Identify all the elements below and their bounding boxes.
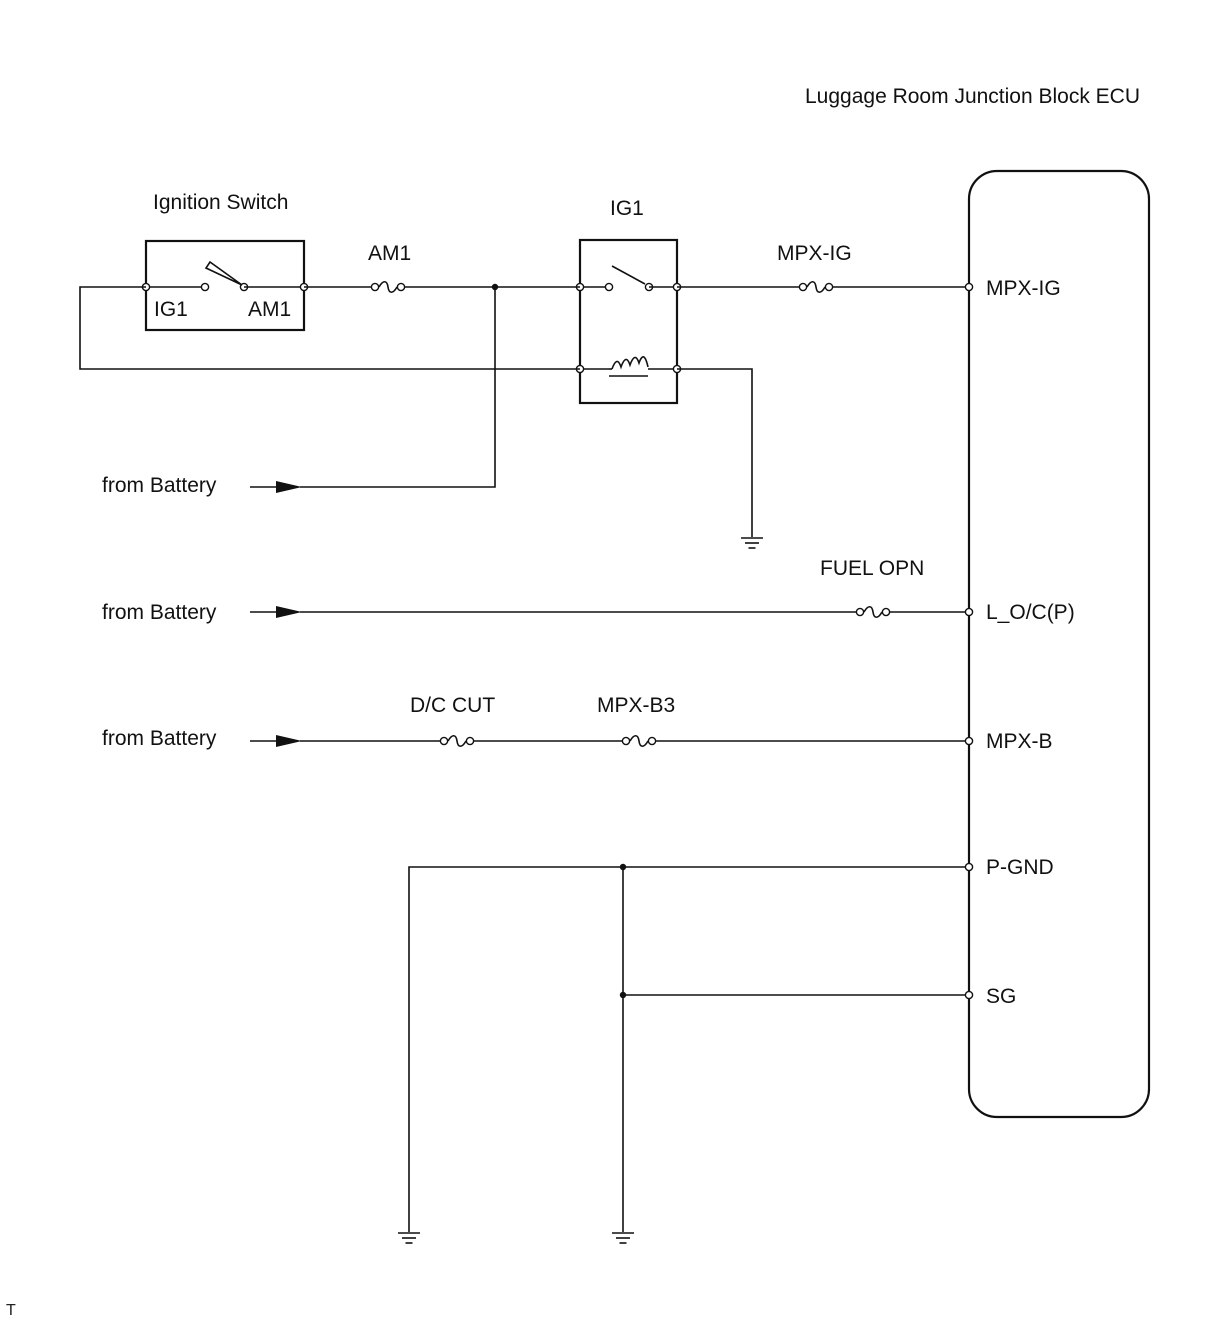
fuse-icon bbox=[370, 280, 406, 294]
battery-label: from Battery bbox=[102, 727, 217, 750]
ignition-switch: Ignition Switch IG1 AM1 bbox=[141, 191, 309, 332]
ecu-pin-mpx-b: MPX-B bbox=[986, 730, 1053, 753]
arrow-right-icon bbox=[276, 481, 302, 493]
ecu-pin-sg: SG bbox=[986, 985, 1016, 1008]
fuse-fuel-opn-label: FUEL OPN bbox=[820, 557, 924, 580]
fuse-icon bbox=[855, 605, 891, 619]
battery-source-3: from Battery D/C CUT MPX-B3 bbox=[102, 694, 969, 750]
fuse-icon bbox=[621, 734, 657, 748]
wire-coil-ground bbox=[677, 368, 764, 549]
relay-coil-icon bbox=[580, 356, 677, 377]
fuse-mpx-b3-label: MPX-B3 bbox=[597, 694, 675, 717]
ecu-pin-lo-cp: L_O/C(P) bbox=[986, 601, 1075, 624]
fuse-mpx-ig: MPX-IG bbox=[777, 242, 852, 294]
wire-sg bbox=[619, 991, 969, 999]
ecu-pin-terminal bbox=[964, 282, 974, 292]
wire-ig1-to-coil bbox=[79, 286, 580, 370]
fuse-icon bbox=[439, 734, 475, 748]
ecu-pin-terminal bbox=[964, 862, 974, 872]
battery-label: from Battery bbox=[102, 474, 217, 497]
switch-contact-icon bbox=[146, 260, 304, 292]
battery-label: from Battery bbox=[102, 601, 217, 624]
wire-am1-branch bbox=[300, 283, 580, 488]
ground-icon bbox=[740, 537, 764, 549]
battery-source-2: from Battery FUEL OPN bbox=[102, 557, 969, 624]
wire-p-gnd bbox=[397, 863, 969, 1244]
corner-mark: T bbox=[6, 1302, 16, 1319]
junction-dot bbox=[619, 991, 627, 999]
battery-source-1: from Battery bbox=[102, 474, 302, 497]
fuse-mpx-ig-label: MPX-IG bbox=[777, 242, 852, 265]
relay-title: IG1 bbox=[610, 197, 644, 220]
ignition-switch-pin-am1: AM1 bbox=[248, 298, 291, 321]
ecu-pins: MPX-IG L_O/C(P) MPX-B P-GND SG bbox=[964, 277, 1075, 1008]
ground-icon bbox=[611, 1232, 635, 1244]
ecu-pin-terminal bbox=[964, 736, 974, 746]
arrow-right-icon bbox=[276, 735, 302, 747]
ignition-switch-pin-ig1: IG1 bbox=[154, 298, 188, 321]
ecu-pin-terminal bbox=[964, 607, 974, 617]
fuse-dc-cut-label: D/C CUT bbox=[410, 694, 495, 717]
fuse-icon bbox=[798, 280, 834, 294]
ignition-switch-title: Ignition Switch bbox=[153, 191, 288, 214]
switch-contact-icon bbox=[580, 265, 677, 292]
ecu-pin-p-gnd: P-GND bbox=[986, 856, 1054, 879]
ecu-pin-mpx-ig: MPX-IG bbox=[986, 277, 1061, 300]
ecu-title: Luggage Room Junction Block ECU bbox=[805, 85, 1140, 108]
ig1-relay: IG1 bbox=[575, 197, 682, 405]
arrow-right-icon bbox=[276, 606, 302, 618]
ecu-block: Luggage Room Junction Block ECU bbox=[805, 85, 1151, 1119]
fuse-am1: AM1 bbox=[368, 242, 411, 294]
ecu-pin-terminal bbox=[964, 990, 974, 1000]
relay-box bbox=[578, 238, 679, 405]
ecu-outline bbox=[967, 169, 1151, 1119]
ground-icon bbox=[397, 1232, 421, 1244]
fuse-am1-label: AM1 bbox=[368, 242, 411, 265]
